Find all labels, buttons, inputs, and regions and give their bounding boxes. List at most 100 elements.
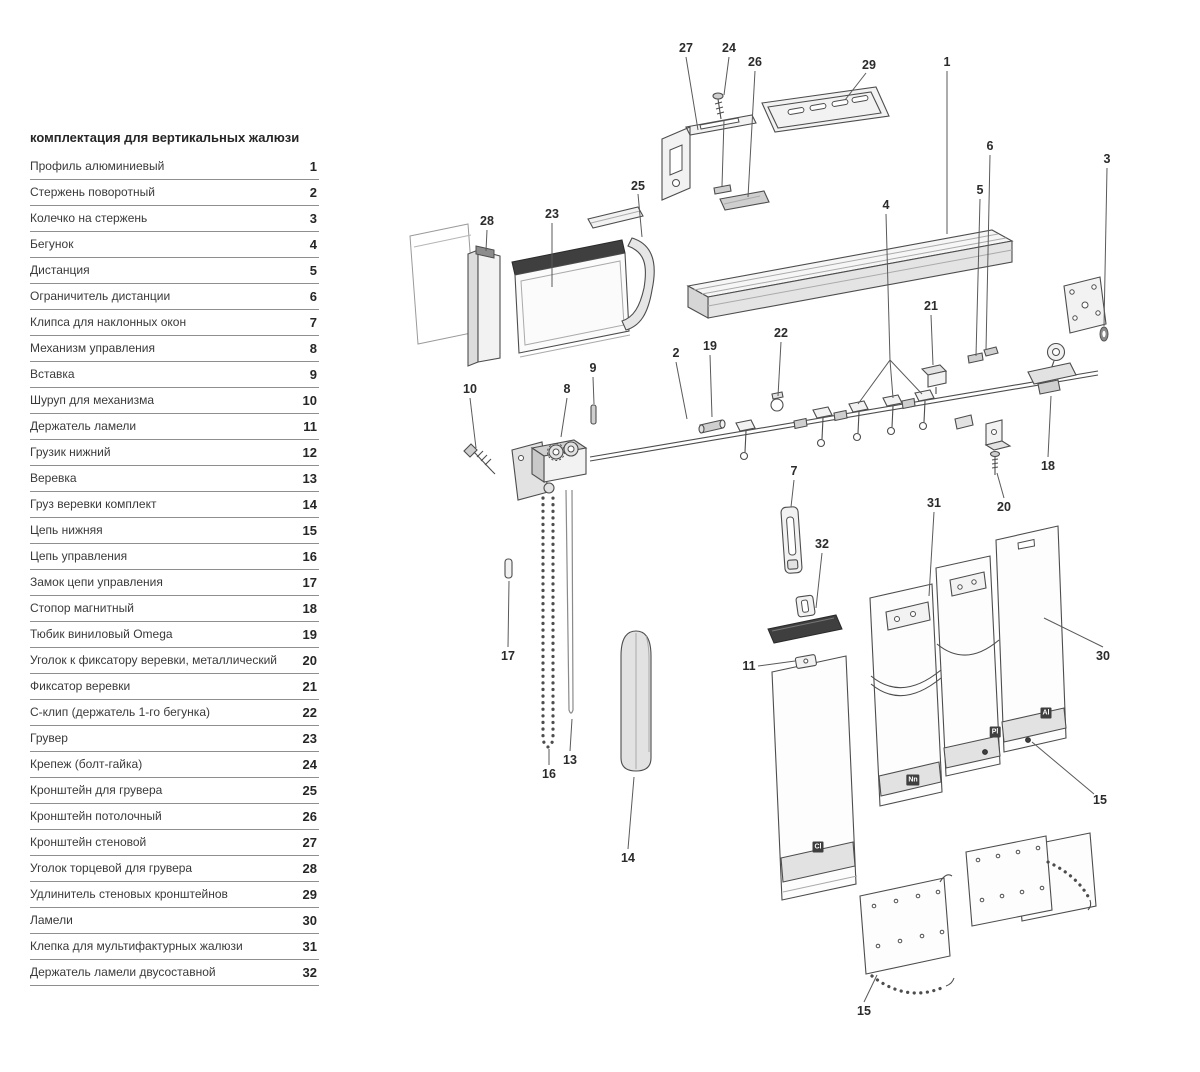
part-name: Держатель ламели	[30, 419, 137, 434]
bracket-extension-29	[761, 86, 890, 133]
part-name: Дистанция	[30, 263, 90, 278]
part-name: Уголок к фиксатору веревки, металлически…	[30, 653, 277, 668]
part-number: 19	[302, 627, 317, 642]
part-number: 31	[302, 939, 317, 954]
fastener-bolt-24	[712, 92, 732, 195]
runner	[735, 419, 756, 461]
insert-9	[590, 404, 597, 425]
part-number: 6	[309, 289, 317, 304]
part-name: Держатель ламели двусоставной	[30, 965, 216, 980]
part-row: Крепеж (болт-гайка)24	[30, 752, 319, 778]
part-row: Ограничитель дистанции 6	[30, 284, 319, 310]
part-name: Тюбик виниловый Omega	[30, 627, 173, 642]
part-number: 13	[302, 471, 317, 486]
runner	[914, 389, 935, 431]
part-name: Удлинитель стеновых кронштейнов	[30, 887, 228, 902]
cord-weight-14	[620, 630, 652, 772]
distance-piece-5	[793, 417, 808, 430]
part-number: 8	[309, 341, 317, 356]
part-name: Вставка	[30, 367, 75, 382]
part-row: С-клип (держатель 1-го бегунка)22	[30, 700, 319, 726]
part-number: 17	[302, 575, 317, 590]
wall-bracket-27	[661, 114, 757, 201]
part-number: 21	[302, 679, 317, 694]
part-number: 1	[309, 159, 317, 174]
part-name: Клипса для наклонных окон	[30, 315, 187, 330]
part-number: 16	[302, 549, 317, 564]
parts-panel: комплектация для вертикальных жалюзи Про…	[30, 130, 319, 986]
part-row: Кронштейн стеновой 27	[30, 830, 319, 856]
runner	[812, 406, 833, 448]
part-name: Ламели	[30, 913, 73, 928]
part-row: Уголок к фиксатору веревки, металлически…	[30, 648, 319, 674]
control-chain-16	[541, 496, 555, 749]
distance-piece-5	[833, 409, 848, 422]
vane	[771, 654, 858, 901]
part-name: Крепеж (болт-гайка)	[30, 757, 143, 772]
part-name: Уголок торцевой для грувера	[30, 861, 193, 876]
part-name: Стопор магнитный	[30, 601, 134, 616]
part-name: Кронштейн для грувера	[30, 783, 163, 798]
vanes-30	[771, 525, 1067, 901]
vane	[935, 555, 1001, 777]
part-row: Держатель ламели 11	[30, 414, 319, 440]
headrail-profile-1	[686, 229, 1014, 319]
part-number: 7	[309, 315, 317, 330]
runner	[848, 400, 869, 442]
mechanism-screw-10	[463, 443, 496, 475]
corner-plate	[1063, 276, 1107, 334]
part-name: Стержень поворотный	[30, 185, 155, 200]
part-name: Шуруп для механизма	[30, 393, 155, 408]
part-number: 12	[302, 445, 317, 460]
angle-bracket-20	[954, 414, 1012, 475]
part-row: Механизм управления 8	[30, 336, 319, 362]
part-row: Тюбик виниловый Omega 19	[30, 622, 319, 648]
rod-ring-3	[1099, 326, 1109, 342]
part-name: Механизм управления	[30, 341, 155, 356]
part-name: Клепка для мультифактурных жалюзи	[30, 939, 243, 954]
part-row: Стопор магнитный 18	[30, 596, 319, 622]
part-row: Веревка 13	[30, 466, 319, 492]
runner	[882, 394, 903, 436]
part-name: Кронштейн стеновой	[30, 835, 147, 850]
part-number: 27	[302, 835, 317, 850]
part-number: 11	[303, 419, 317, 434]
chain-lock-17	[504, 558, 513, 579]
vane-holder-11	[794, 654, 817, 669]
part-row: Клипса для наклонных окон 7	[30, 310, 319, 336]
part-number: 14	[302, 497, 317, 512]
grover-valance-23	[511, 239, 631, 358]
part-name: Веревка	[30, 471, 77, 486]
part-name: Цепь нижняя	[30, 523, 103, 538]
distance-limiter-6	[983, 346, 999, 357]
part-number: 3	[309, 211, 317, 226]
part-name: Цепь управления	[30, 549, 128, 564]
part-number: 4	[309, 237, 317, 252]
part-name: Ограничитель дистанции	[30, 289, 171, 304]
part-number: 18	[302, 601, 317, 616]
parts-list-title: комплектация для вертикальных жалюзи	[30, 130, 300, 145]
part-row: Груз веревки комплект 14	[30, 492, 319, 518]
control-cord-13	[565, 489, 574, 714]
part-name: Груз веревки комплект	[30, 497, 157, 512]
part-row: Цепь управления 16	[30, 544, 319, 570]
